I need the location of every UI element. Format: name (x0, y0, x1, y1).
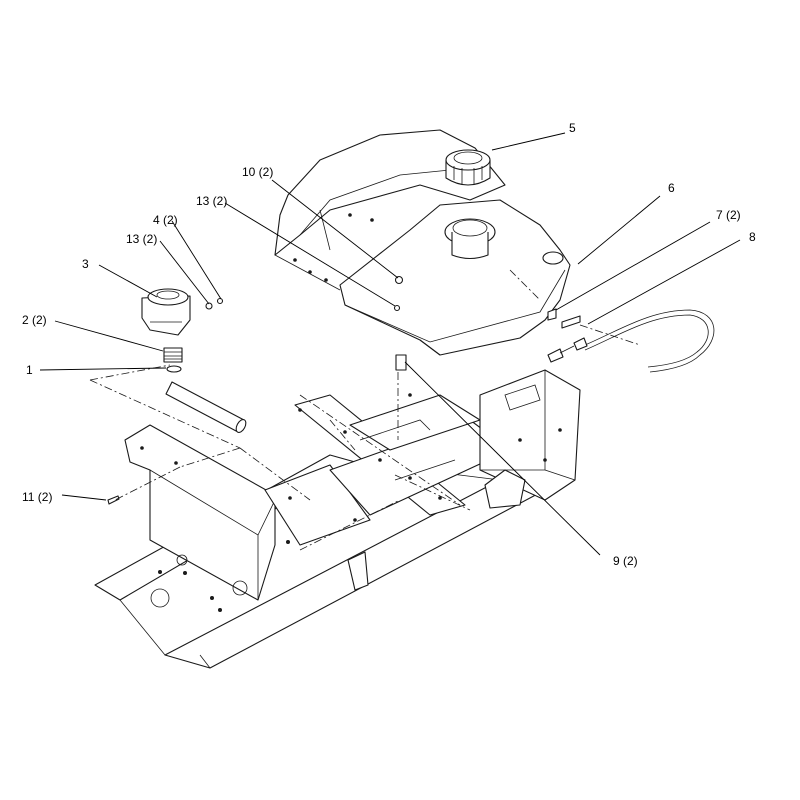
leader-13-left (159, 240, 210, 305)
leader-lines (39, 132, 741, 556)
leader-11 (61, 494, 107, 501)
leader-4 (171, 220, 222, 300)
leader-10 (271, 179, 399, 279)
callout-6: 6 (668, 181, 675, 195)
leader-1 (39, 367, 167, 371)
callout-2: 2 (2) (22, 313, 47, 327)
fuel-tank (339, 199, 571, 356)
fuel-shutoff-assembly (141, 288, 191, 336)
fuel-cap (445, 149, 491, 186)
leader-6 (577, 195, 661, 265)
callout-11: 11 (2) (22, 490, 53, 504)
callout-8: 8 (749, 230, 756, 244)
leader-7 (555, 221, 711, 311)
callout-5: 5 (569, 121, 576, 135)
callout-10: 10 (2) (242, 165, 274, 179)
leader-9 (404, 361, 601, 556)
callout-7: 7 (2) (716, 208, 741, 222)
filler-tube (165, 381, 247, 434)
callout-1: 1 (26, 363, 33, 377)
callout-13-left: 13 (2) (126, 232, 158, 246)
spring (163, 347, 183, 363)
alignment-lines (89, 269, 641, 551)
o-ring (166, 365, 182, 373)
leader-5 (491, 132, 566, 151)
leader-8 (587, 239, 741, 325)
leader-13-right (224, 202, 396, 307)
callout-13-right: 13 (2) (196, 194, 228, 208)
callout-4: 4 (2) (153, 213, 178, 227)
callout-3: 3 (82, 257, 89, 271)
fuel-line (547, 309, 715, 373)
leader-3 (98, 264, 158, 298)
leader-2 (54, 320, 164, 352)
callout-9: 9 (2) (613, 554, 638, 568)
small-hardware (107, 275, 581, 505)
right-tower-bracket (479, 369, 581, 509)
left-fender-bracket (124, 424, 369, 601)
